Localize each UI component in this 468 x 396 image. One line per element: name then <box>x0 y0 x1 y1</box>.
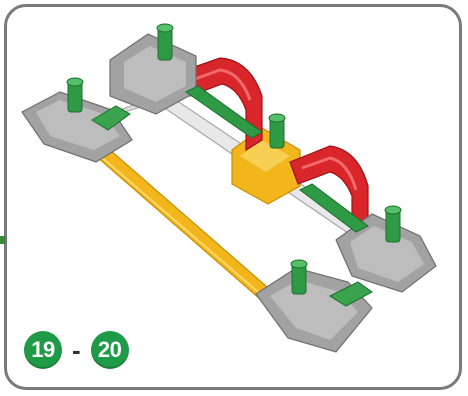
gray-connector-bottom <box>256 268 372 352</box>
gray-connector-top <box>110 34 196 114</box>
step-separator: - <box>72 337 81 363</box>
step-range: 19 - 20 <box>24 330 129 370</box>
green-peg-top <box>157 24 173 60</box>
step-badge-end: 20 <box>91 331 129 369</box>
green-peg-center <box>269 114 285 148</box>
green-peg-left <box>67 78 83 112</box>
green-peg-right <box>385 206 401 242</box>
step-badge-start: 19 <box>24 331 62 369</box>
green-peg-bottom <box>291 260 307 294</box>
